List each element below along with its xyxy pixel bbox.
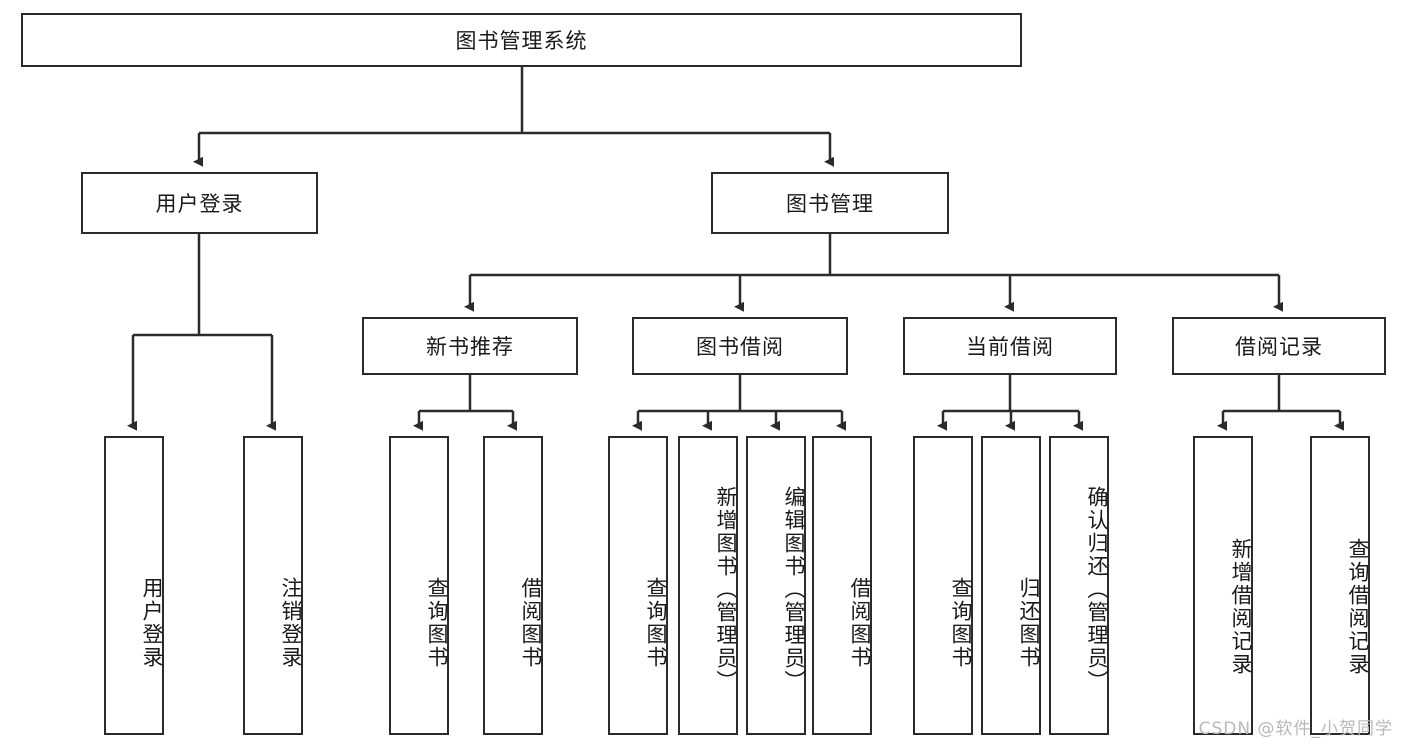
node-new-book-recommend[interactable]: 新书推荐	[362, 317, 578, 375]
leaf-query-book-recommend[interactable]: 查询图书	[389, 436, 449, 735]
node-label: 查询图书	[949, 576, 973, 669]
leaf-query-book-current[interactable]: 查询图书	[913, 436, 973, 735]
leaf-add-book-admin[interactable]: 新增图书（管理员）	[678, 436, 738, 735]
node-label: 图书管理系统	[455, 29, 588, 53]
node-label: 查询借阅记录	[1346, 537, 1370, 676]
node-user-login[interactable]: 用户登录	[81, 172, 318, 234]
leaf-add-borrow-record[interactable]: 新增借阅记录	[1193, 436, 1253, 735]
leaf-borrow-book-recommend[interactable]: 借阅图书	[483, 436, 543, 735]
leaf-user-logout[interactable]: 注销登录	[243, 436, 303, 735]
node-label: 借阅图书	[519, 576, 543, 669]
node-label: 借阅图书	[848, 576, 872, 669]
node-label: 编辑图书（管理员）	[782, 486, 806, 693]
node-label: 图书管理	[786, 192, 874, 216]
node-current-borrow[interactable]: 当前借阅	[903, 317, 1117, 375]
node-book-management[interactable]: 图书管理	[711, 172, 949, 234]
leaf-borrow-book[interactable]: 借阅图书	[812, 436, 872, 735]
node-borrow-record[interactable]: 借阅记录	[1172, 317, 1386, 375]
leaf-return-book[interactable]: 归还图书	[981, 436, 1041, 735]
leaf-edit-book-admin[interactable]: 编辑图书（管理员）	[746, 436, 806, 735]
node-label: 用户登录	[140, 576, 164, 669]
node-label: 注销登录	[279, 576, 303, 669]
leaf-query-borrow-record[interactable]: 查询借阅记录	[1310, 436, 1370, 735]
node-label: 新书推荐	[426, 335, 514, 359]
node-label: 新增图书（管理员）	[714, 486, 738, 693]
node-label: 查询图书	[644, 576, 668, 669]
node-label: 用户登录	[155, 192, 244, 216]
leaf-confirm-return-admin[interactable]: 确认归还（管理员）	[1049, 436, 1109, 735]
leaf-user-login[interactable]: 用户登录	[104, 436, 164, 735]
node-label: 图书借阅	[696, 335, 784, 359]
node-system-root[interactable]: 图书管理系统	[21, 13, 1022, 67]
node-label: 借阅记录	[1235, 335, 1323, 359]
node-book-borrow[interactable]: 图书借阅	[632, 317, 848, 375]
node-label: 查询图书	[425, 576, 449, 669]
leaf-query-book[interactable]: 查询图书	[608, 436, 668, 735]
node-label: 归还图书	[1017, 576, 1041, 669]
node-label: 当前借阅	[966, 335, 1054, 359]
node-label: 新增借阅记录	[1229, 537, 1253, 676]
node-label: 确认归还（管理员）	[1085, 486, 1109, 693]
